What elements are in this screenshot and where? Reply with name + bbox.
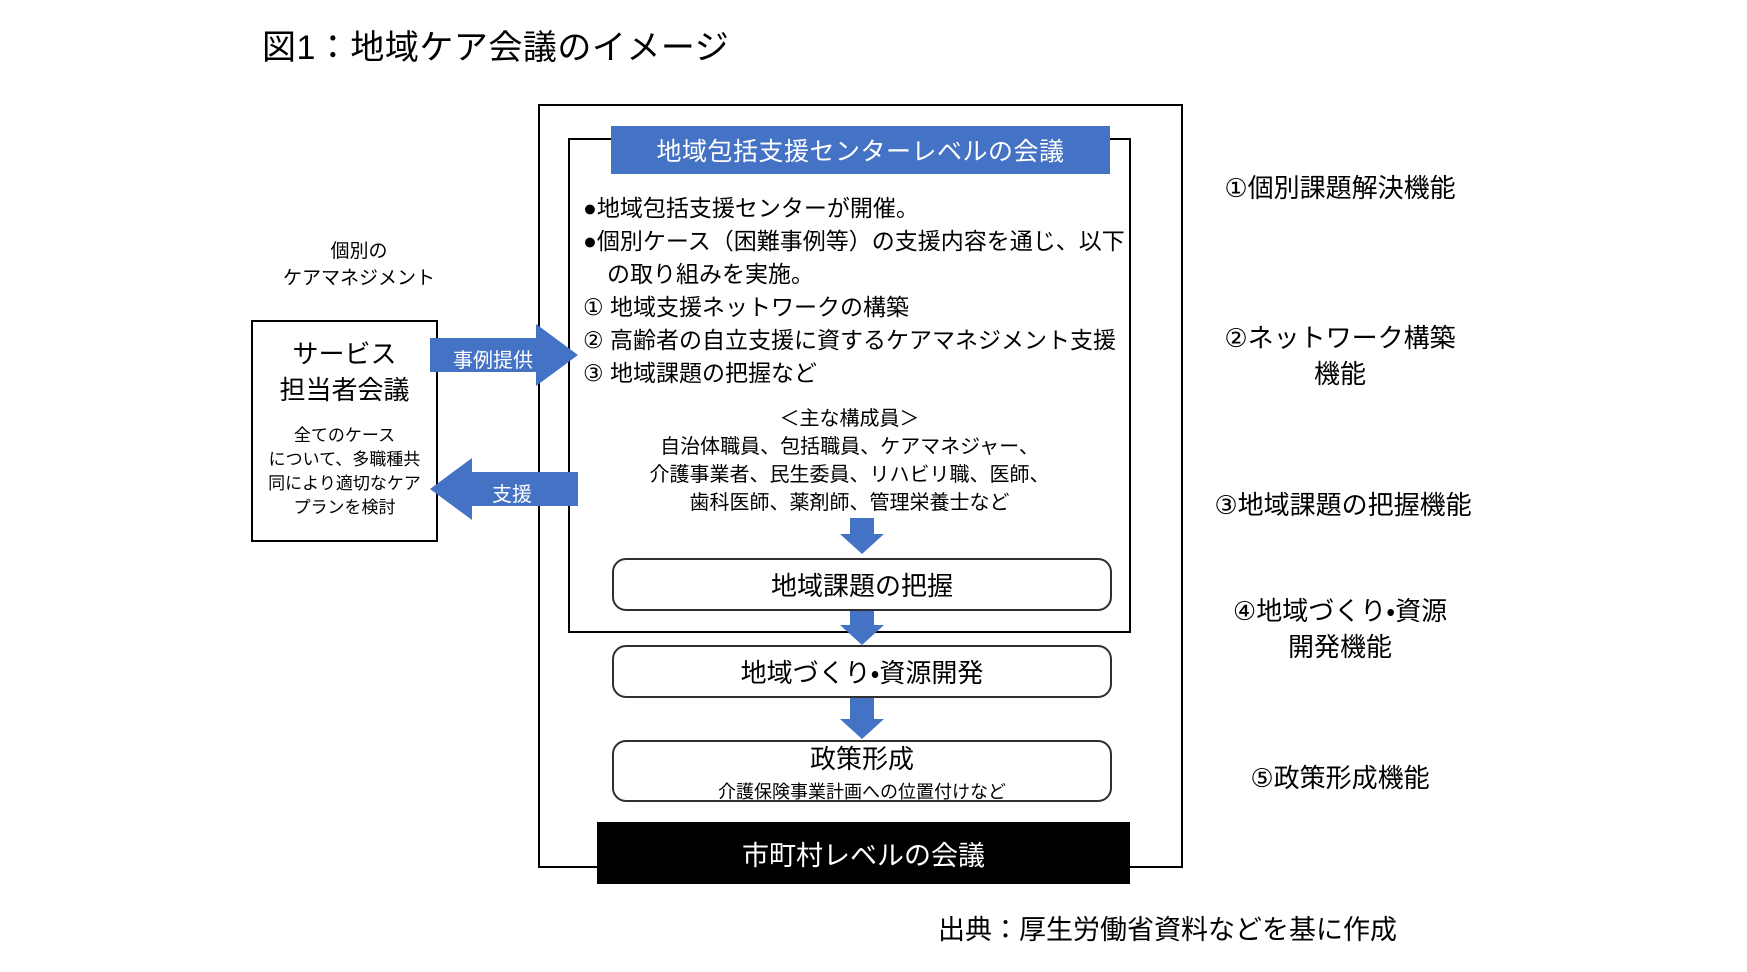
arrow-head <box>840 625 884 645</box>
source-note: 出典：厚生労働省資料などを基に作成 <box>938 915 1397 945</box>
bullet-line-3: の取り組みを実施。 <box>607 261 814 287</box>
function-5-line-1: ⑤政策形成機能 <box>1250 763 1430 793</box>
bullet-line-2: ●個別ケース（困難事例等）の支援内容を通じ、以下 <box>583 228 1125 254</box>
members-line-3: 歯科医師、薬剤師、管理栄養士など <box>689 492 1010 514</box>
down-arrow-to-chiiki-kadai <box>840 518 884 554</box>
arrow-shaft <box>850 607 874 625</box>
function-4-line-1: ④地域づくり・資源 <box>1232 596 1448 626</box>
function-2-line-2: 機能 <box>1313 359 1366 389</box>
service-meeting-box: サービス 担当者会議 全てのケース について、多職種共 同により適切なケア プラ… <box>251 320 438 542</box>
caption-line-1: 個別の <box>330 241 388 262</box>
arrow-head <box>430 458 472 520</box>
function-label-4: ④地域づくり・資源 開発機能 <box>1190 593 1490 665</box>
process-box-seisaku: 政策形成 介護保険事業計画への位置付けなど <box>612 740 1112 802</box>
arrow-shaft <box>430 338 536 372</box>
arrow-support <box>430 458 578 520</box>
center-level-banner: 地域包括支援センターレベルの会議 <box>611 126 1110 174</box>
municipal-level-bar: 市町村レベルの会議 <box>597 822 1130 884</box>
page-title: 図1：地域ケア会議のイメージ <box>262 29 730 67</box>
arrow-label-support: 支援 <box>492 484 532 506</box>
function-label-2: ②ネットワーク構築 機能 <box>1190 320 1490 392</box>
function-1-line-1: ①個別課題解決機能 <box>1224 173 1456 203</box>
center-panel-bullets: ●地域包括支援センターが開催。 ●個別ケース（困難事例等）の支援内容を通じ、以下… <box>583 192 1143 390</box>
arrow-head <box>840 534 884 554</box>
process-box-chiiki-zukuri: 地域づくり・資源開発 <box>612 645 1112 698</box>
members-heading: ＜主な構成員＞ <box>779 408 920 430</box>
function-label-3: ③地域課題の把握機能 <box>1178 487 1508 523</box>
process-box-chiiki-kadai: 地域課題の把握 <box>612 558 1112 611</box>
function-label-1: ①個別課題解決機能 <box>1190 170 1490 206</box>
desc-line-3: 同により適切なケア <box>268 474 421 493</box>
function-3-line-1: ③地域課題の把握機能 <box>1214 490 1472 520</box>
service-meeting-title-line-1: サービス <box>292 339 397 369</box>
process-box-title: 政策形成 <box>809 743 914 774</box>
bullet-line-4: ① 地域支援ネットワークの構築 <box>583 294 910 320</box>
process-box-title: 地域づくり・資源開発 <box>740 658 984 688</box>
caption-line-2: ケアマネジメント <box>282 268 435 289</box>
bullet-line-6: ③ 地域課題の把握など <box>583 360 818 386</box>
arrow-head <box>840 719 884 739</box>
function-4-line-2: 開発機能 <box>1287 632 1392 662</box>
arrow-shaft <box>850 518 874 534</box>
function-2-line-1: ②ネットワーク構築 <box>1224 323 1456 353</box>
arrow-head <box>536 324 578 386</box>
process-box-subtitle: 介護保険事業計画への位置付けなど <box>718 781 1006 802</box>
bullet-line-5: ② 高齢者の自立支援に資するケアマネジメント支援 <box>583 327 1117 353</box>
arrow-label-case-provision: 事例提供 <box>453 350 533 372</box>
arrow-case-provision <box>430 324 578 386</box>
desc-line-2: について、多職種共 <box>268 450 421 469</box>
down-arrow-to-chiiki-zukuri <box>840 607 884 645</box>
service-meeting-description: 全てのケース について、多職種共 同により適切なケア プランを検討 <box>253 424 436 520</box>
arrow-shaft <box>850 697 874 719</box>
process-box-title: 地域課題の把握 <box>770 571 953 601</box>
down-arrow-to-seisaku <box>840 697 884 739</box>
service-meeting-title: サービス 担当者会議 <box>253 336 436 408</box>
bullet-line-1: ●地域包括支援センターが開催。 <box>583 195 919 221</box>
desc-line-1: 全てのケース <box>293 426 396 445</box>
function-label-5: ⑤政策形成機能 <box>1190 760 1490 796</box>
service-meeting-title-line-2: 担当者会議 <box>279 375 410 405</box>
arrow-shaft <box>472 472 578 506</box>
desc-line-4: プランを検討 <box>293 498 396 517</box>
members-line-2: 介護事業者、民生委員、リハビリ職、医師、 <box>649 464 1050 486</box>
members-block: ＜主な構成員＞ 自治体職員、包括職員、ケアマネジャー、 介護事業者、民生委員、リ… <box>568 405 1131 517</box>
individual-care-management-caption: 個別の ケアマネジメント <box>249 238 469 292</box>
members-line-1: 自治体職員、包括職員、ケアマネジャー、 <box>660 436 1039 458</box>
